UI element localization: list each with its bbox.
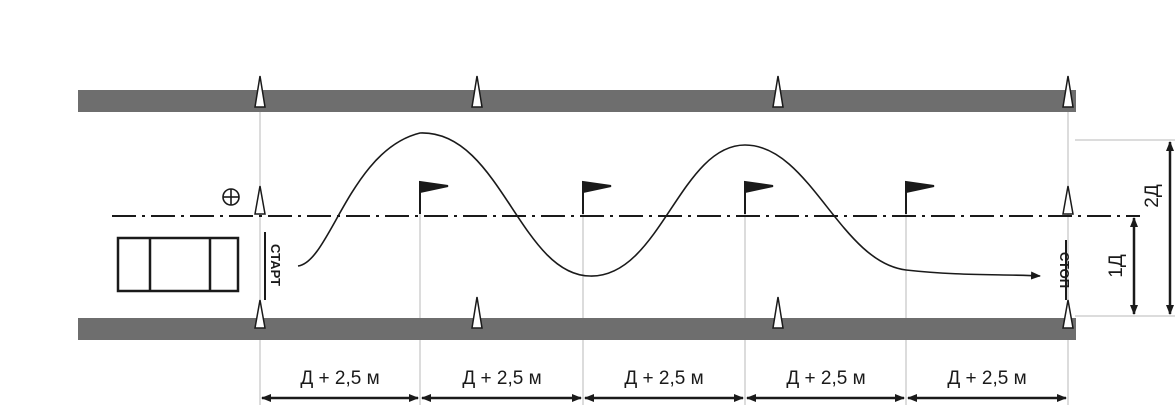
segment-label: Д + 2,5 м xyxy=(947,368,1026,389)
cone-icon xyxy=(471,296,483,329)
flags xyxy=(419,180,935,214)
start-label: СТАРТ xyxy=(268,244,283,286)
segment-label: Д + 2,5 м xyxy=(300,368,379,389)
crosshair-icon xyxy=(222,188,240,206)
cones-bottom xyxy=(254,296,1074,329)
segment-label: Д + 2,5 м xyxy=(462,368,541,389)
dimension-2d-label: 2Д xyxy=(1142,184,1163,208)
cone-icon xyxy=(254,299,266,329)
cone-icon xyxy=(1062,185,1074,215)
trajectory xyxy=(297,132,1041,280)
cone-icon xyxy=(254,185,266,215)
cone-icon xyxy=(1062,75,1074,108)
dimension-1d-label: 1Д xyxy=(1106,254,1127,278)
cone-icon xyxy=(254,75,266,108)
car-icon xyxy=(116,236,240,293)
flag-icon xyxy=(744,180,774,214)
segment-labels: Д + 2,5 м Д + 2,5 м Д + 2,5 м Д + 2,5 м … xyxy=(300,368,1026,389)
stop-label: СТОП xyxy=(1057,252,1072,288)
cone-icon xyxy=(772,75,784,108)
cones-top xyxy=(254,75,1074,108)
cones-center xyxy=(254,185,1074,215)
flag-icon xyxy=(905,180,935,214)
segment-label: Д + 2,5 м xyxy=(786,368,865,389)
flag-icon xyxy=(419,180,449,214)
cone-icon xyxy=(772,296,784,329)
segment-label: Д + 2,5 м xyxy=(624,368,703,389)
cone-icon xyxy=(1062,299,1074,329)
guide-lines xyxy=(259,110,1175,405)
road-edge-top xyxy=(78,90,1076,112)
flag-icon xyxy=(582,180,612,214)
road-edge-bottom xyxy=(78,318,1076,340)
cone-icon xyxy=(471,75,483,108)
